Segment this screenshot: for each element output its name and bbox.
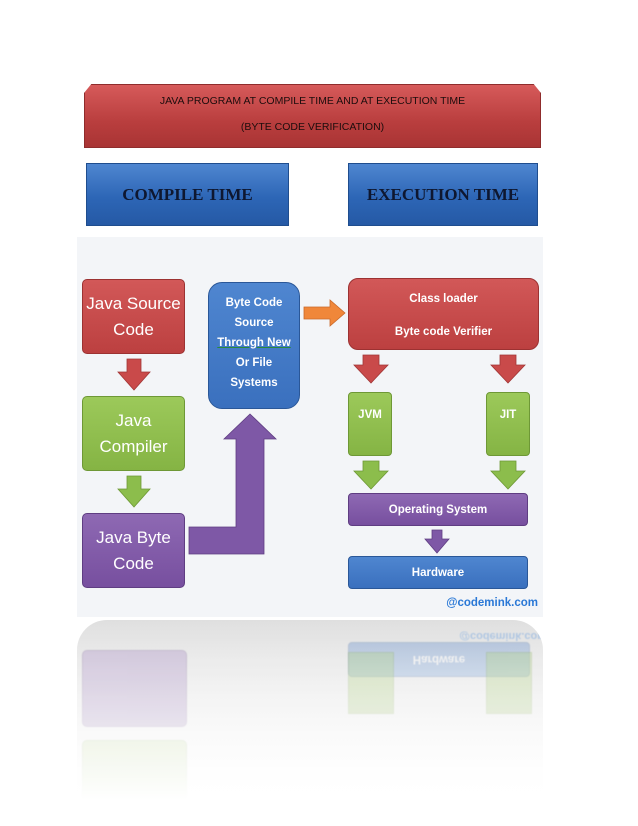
byte-code-source-box: Byte Code Source Through New Or File Sys…: [208, 282, 300, 409]
jit-box: JIT: [486, 392, 530, 456]
bytecode-source-line-1: Byte Code: [225, 297, 283, 309]
byte-code-verifier-label: Byte code Verifier: [394, 326, 493, 338]
bytecode-source-line-4: Or File: [235, 357, 273, 369]
arrow-jit-to-os: [490, 460, 526, 490]
java-bytecode-line-1: Java Byte: [96, 527, 171, 547]
bytecode-source-line-2: Source: [234, 317, 274, 329]
arrow-source-to-classloader: [303, 299, 346, 327]
reflection-fade: [77, 620, 543, 820]
java-compiler-line-1: Java: [115, 410, 152, 430]
arrow-bytecode-to-source: [188, 413, 277, 555]
hardware-box: Hardware: [348, 556, 528, 589]
class-loader-label: Class loader: [409, 293, 478, 305]
java-byte-code-box: Java Byte Code: [82, 513, 185, 588]
jit-label: JIT: [499, 409, 517, 421]
java-compiler-box: Java Compiler: [82, 396, 185, 471]
java-source-line-2: Code: [113, 319, 154, 339]
class-loader-box: Class loader Byte code Verifier: [348, 278, 539, 350]
jvm-box: JVM: [348, 392, 392, 456]
arrow-classloader-to-jit: [490, 354, 526, 384]
compile-time-header: COMPILE TIME: [86, 163, 289, 226]
arrow-jvm-to-os: [353, 460, 389, 490]
java-source-code-box: Java Source Code: [82, 279, 185, 354]
java-source-line-1: Java Source: [86, 293, 181, 313]
title-banner: JAVA PROGRAM AT COMPILE TIME AND AT EXEC…: [84, 84, 541, 148]
title-line-2: (BYTE CODE VERIFICATION): [240, 121, 385, 133]
arrow-source-to-compiler: [117, 358, 151, 391]
bytecode-source-line-3: Through New: [217, 337, 291, 349]
arrow-compiler-to-bytecode: [117, 475, 151, 508]
credit-text: @codemink.com: [446, 597, 538, 609]
title-line-1: JAVA PROGRAM AT COMPILE TIME AND AT EXEC…: [159, 95, 466, 107]
reflection-area: @codemink.com Hardware: [77, 620, 543, 820]
java-compiler-line-2: Compiler: [99, 436, 168, 456]
arrow-os-to-hardware: [424, 529, 450, 554]
bytecode-source-line-5: Systems: [230, 377, 278, 389]
java-bytecode-line-2: Code: [113, 553, 154, 573]
operating-system-box: Operating System: [348, 493, 528, 526]
execution-time-header: EXECUTION TIME: [348, 163, 538, 226]
arrow-classloader-to-jvm: [353, 354, 389, 384]
jvm-label: JVM: [358, 409, 382, 421]
